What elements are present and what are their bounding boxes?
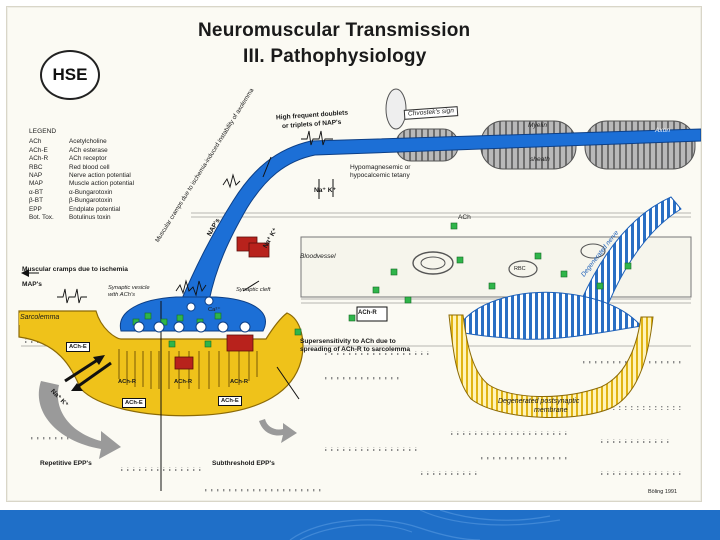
label-na-k-top: Na⁺ K⁺ xyxy=(314,187,336,194)
achr-receptor-box xyxy=(356,306,388,322)
label-sarcolemma: Sarcolemma xyxy=(20,314,60,321)
action-potential-traces xyxy=(57,130,333,304)
cramp-arrow xyxy=(21,269,39,277)
thin-arrows xyxy=(160,156,334,491)
label-myelin: Myelin xyxy=(528,122,548,129)
label-subthreshold-epps: Subthreshold EPP's xyxy=(212,460,275,467)
footer-wave-decoration xyxy=(289,510,561,540)
label-achr-2: ACh-R xyxy=(174,379,193,385)
label-ache-3: ACh-E xyxy=(218,396,242,406)
legend-heading: LEGEND xyxy=(29,128,57,135)
title-line-2: III. Pathophysiology xyxy=(243,46,427,67)
label-repetitive-epps: Repetitive EPP's xyxy=(40,460,92,467)
footer-band xyxy=(0,510,720,540)
hse-logo: HSE xyxy=(40,50,100,100)
label-rbc: RBC xyxy=(514,266,526,272)
label-supersensitivity-1: Supersensitivity to ACh due to xyxy=(300,338,396,345)
label-sheath: sheath xyxy=(530,156,550,163)
degenerated-postsynaptic-membrane xyxy=(448,314,654,418)
synaptic-vesicles xyxy=(133,296,251,333)
label-muscular-cramps: Muscular cramps due to ischemia xyxy=(22,266,128,273)
label-synaptic-vesicle: Synaptic vesicle xyxy=(108,285,150,291)
gray-arrows xyxy=(38,381,297,459)
label-signature: Böling 1991 xyxy=(648,489,678,495)
legend-item: Bot. Tox.Botulinus toxin xyxy=(29,214,111,222)
label-ache-2: ACh-E xyxy=(122,398,146,408)
title-line-1: Neuromuscular Transmission xyxy=(198,20,471,41)
label-hypocalcemic: hypocalcemic tetany xyxy=(350,172,410,179)
label-ca: Ca²⁺ xyxy=(208,307,221,313)
label-axon: Axon xyxy=(655,127,671,134)
label-hypomagnesemic: Hypomagnesemic or xyxy=(350,164,411,171)
label-ach-top: ACh xyxy=(458,214,471,221)
label-synaptic-cleft: Synaptic cleft xyxy=(236,287,271,293)
degenerated-nerve xyxy=(455,196,682,340)
label-ache-left: ACh-E xyxy=(66,342,90,352)
red-receptors xyxy=(174,236,270,370)
label-supersensitivity-2: spreading of ACh-R to sarcolemma xyxy=(300,346,411,353)
label-membrane: membrane xyxy=(534,407,568,414)
label-bloodvessel: Bloodvessel xyxy=(300,253,336,260)
label-degenerated-postsynaptic: Degenerated postsynaptic xyxy=(498,398,580,405)
black-arrows xyxy=(64,355,112,391)
label-with-achs: with ACh's xyxy=(108,292,135,298)
label-achr-1: ACh-R xyxy=(118,379,137,385)
diagram-sheet xyxy=(6,6,702,502)
diagram-drawing xyxy=(18,88,701,493)
label-achr-box: ACh-R xyxy=(358,310,377,316)
label-maps: MAP's xyxy=(22,281,42,288)
label-achr-3: ACh-R xyxy=(230,379,249,385)
sarcolemma-band xyxy=(19,313,75,325)
